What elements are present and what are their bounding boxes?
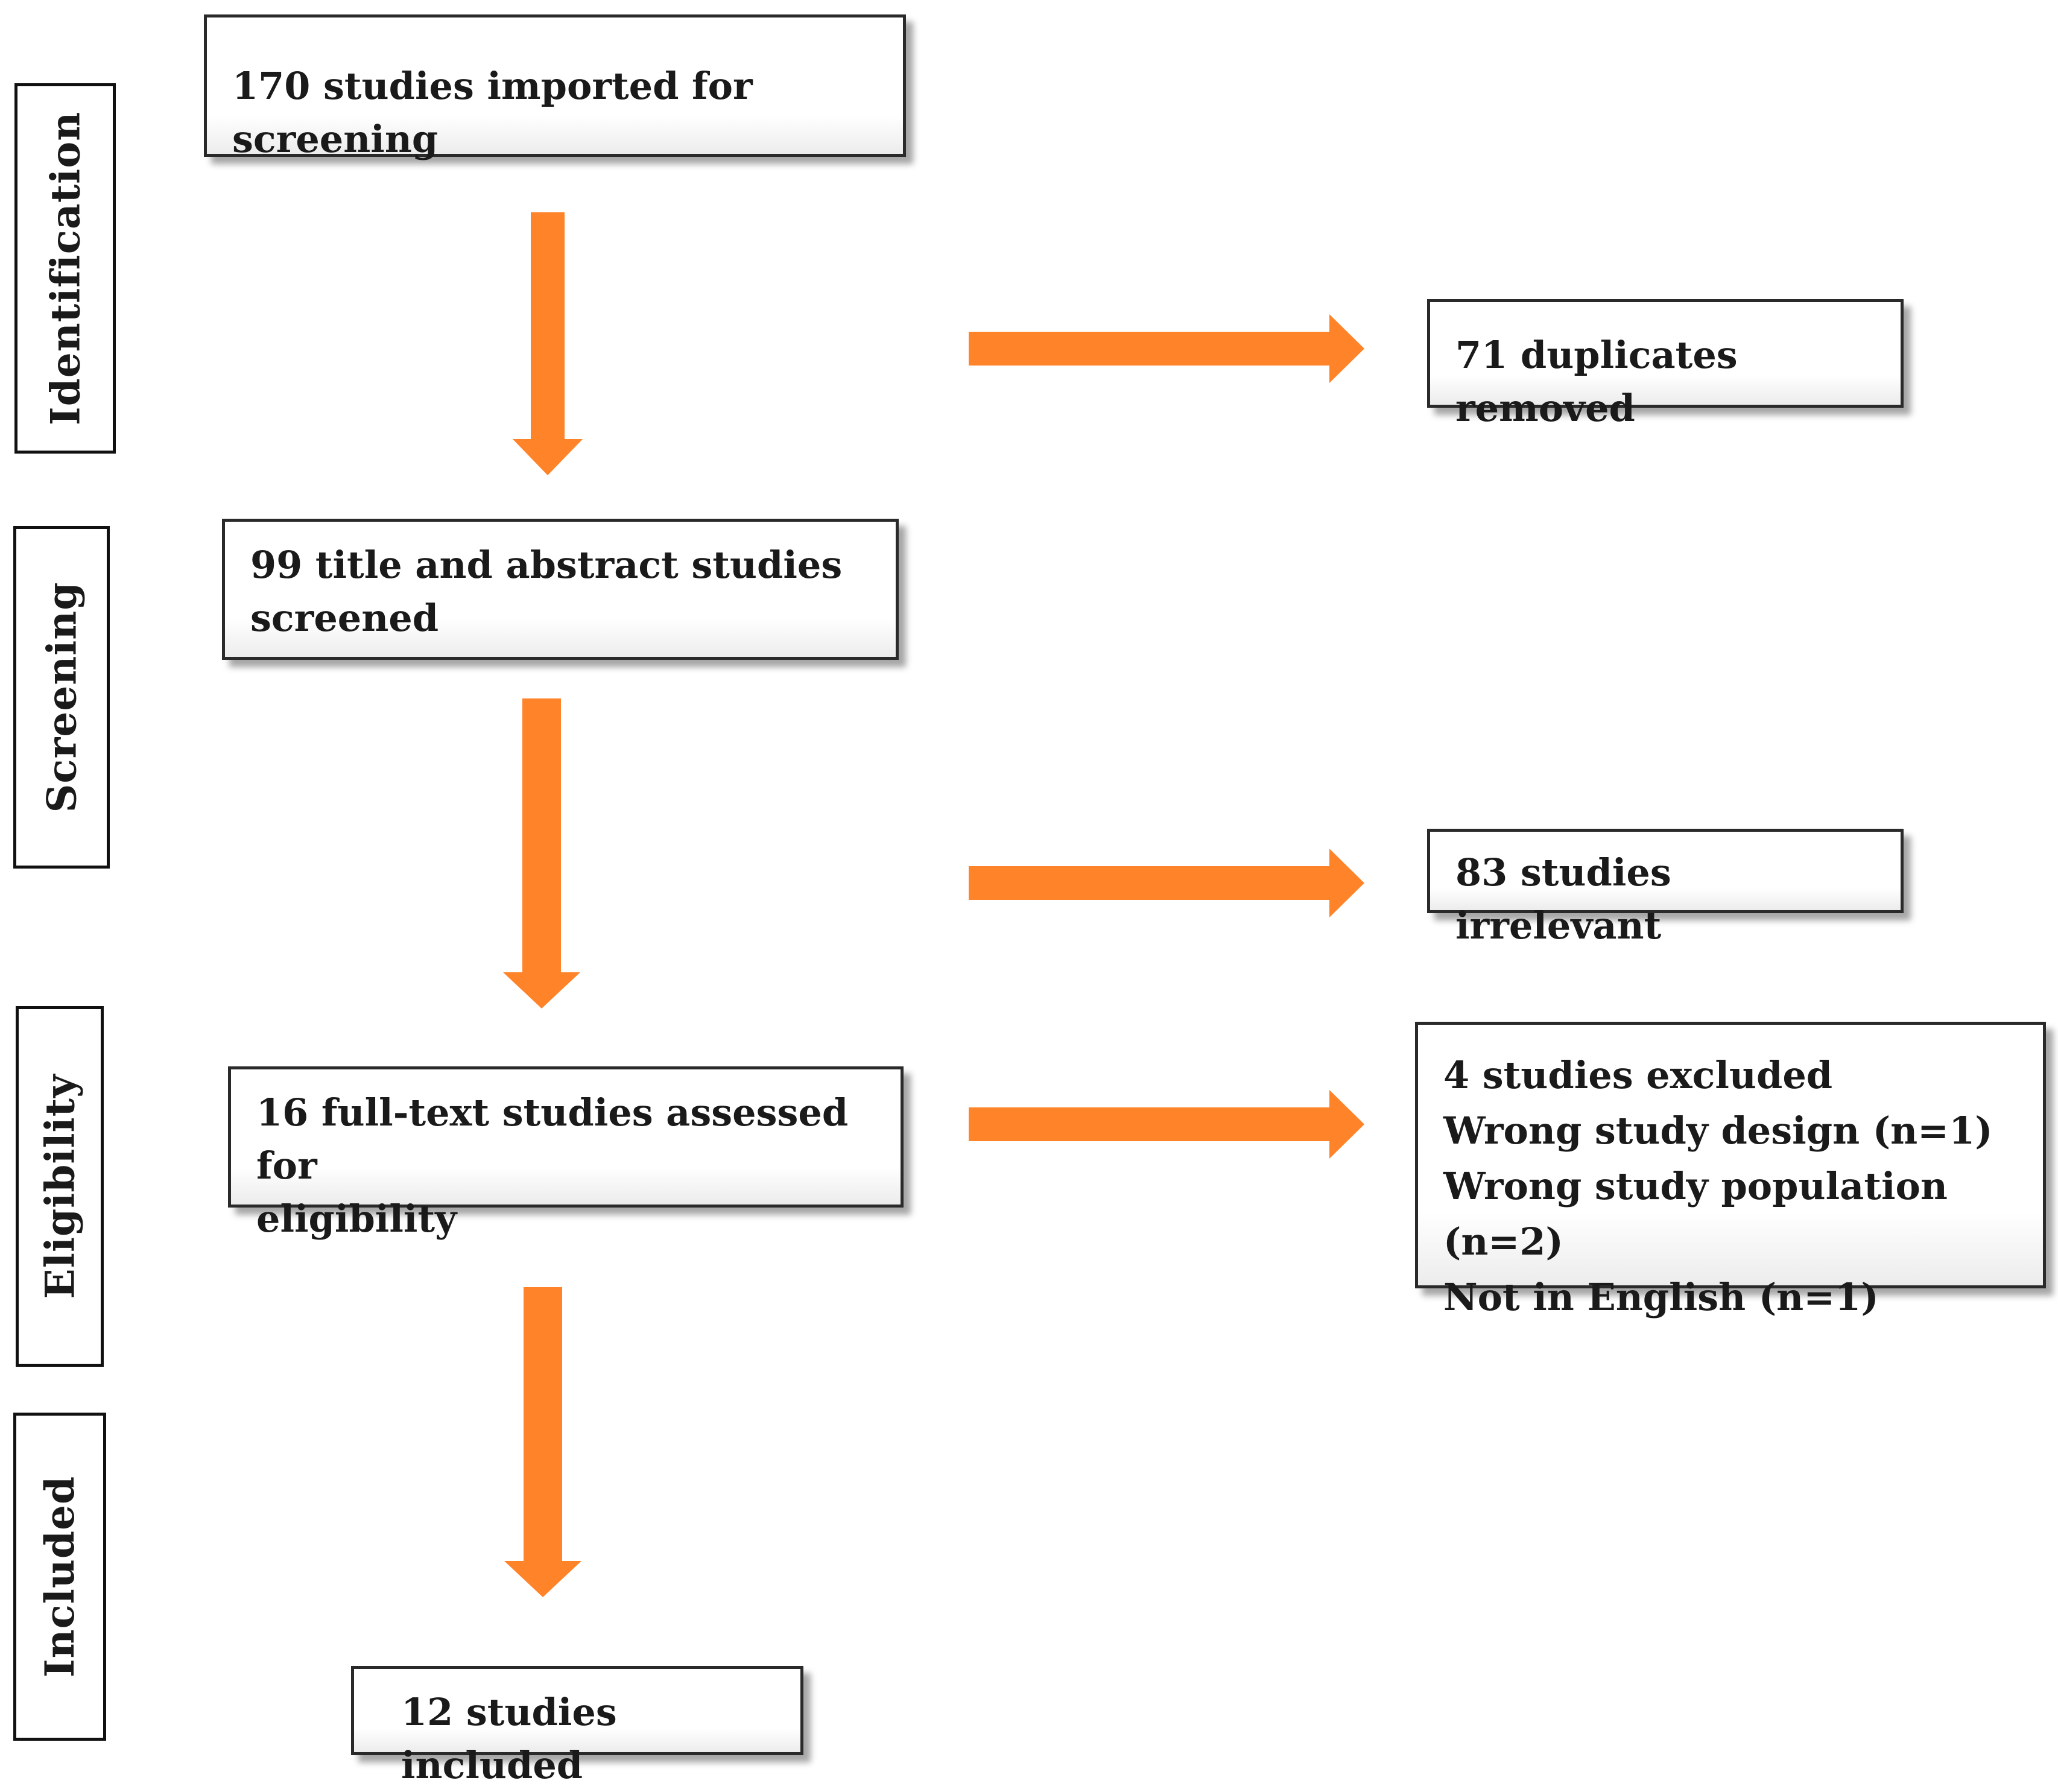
imported-box: 170 studies imported for screening xyxy=(204,14,906,161)
irrelevant-box: 83 studies irrelevant xyxy=(1427,829,1904,948)
duplicates-removed-text: 71 duplicates removed xyxy=(1455,333,1738,430)
arrow-right-excluded xyxy=(969,1090,1364,1159)
irrelevant-text: 83 studies irrelevant xyxy=(1455,850,1671,948)
stage-identification: Identification xyxy=(14,83,116,454)
included-text: 12 studies included xyxy=(401,1690,617,1787)
duplicates-removed-box: 71 duplicates removed xyxy=(1427,299,1904,430)
fulltext-line2: eligibility xyxy=(256,1197,457,1241)
title-abstract-line2: screened xyxy=(250,596,439,640)
arrow-down-3 xyxy=(504,1287,581,1597)
arrow-down-1 xyxy=(513,212,583,475)
excluded-reason: Wrong study population (n=2) xyxy=(1443,1164,1948,1264)
arrow-down-2 xyxy=(503,698,580,1008)
stage-screening: Screening xyxy=(13,526,110,869)
excluded-reason: Wrong study design (n=1) xyxy=(1443,1109,1993,1153)
imported-text: 170 studies imported for screening xyxy=(232,64,753,161)
included-box: 12 studies included xyxy=(351,1666,803,1787)
arrow-right-irrelevant xyxy=(969,849,1364,917)
fulltext-line1: 16 full-text studies assessed for xyxy=(256,1091,849,1188)
title-abstract-box: 99 title and abstract studies screened xyxy=(222,519,899,660)
stage-included: Included xyxy=(13,1413,106,1741)
arrow-right-duplicates xyxy=(969,314,1364,383)
fulltext-box: 16 full-text studies assessed for eligib… xyxy=(228,1066,904,1241)
excluded-reason: Not in English (n=1) xyxy=(1443,1275,1879,1319)
excluded-box: 4 studies excluded Wrong study design (n… xyxy=(1415,1022,2046,1319)
stage-eligibility: Eligibility xyxy=(16,1006,104,1367)
title-abstract-line1: 99 title and abstract studies xyxy=(250,543,843,587)
excluded-heading: 4 studies excluded xyxy=(1443,1053,1833,1097)
